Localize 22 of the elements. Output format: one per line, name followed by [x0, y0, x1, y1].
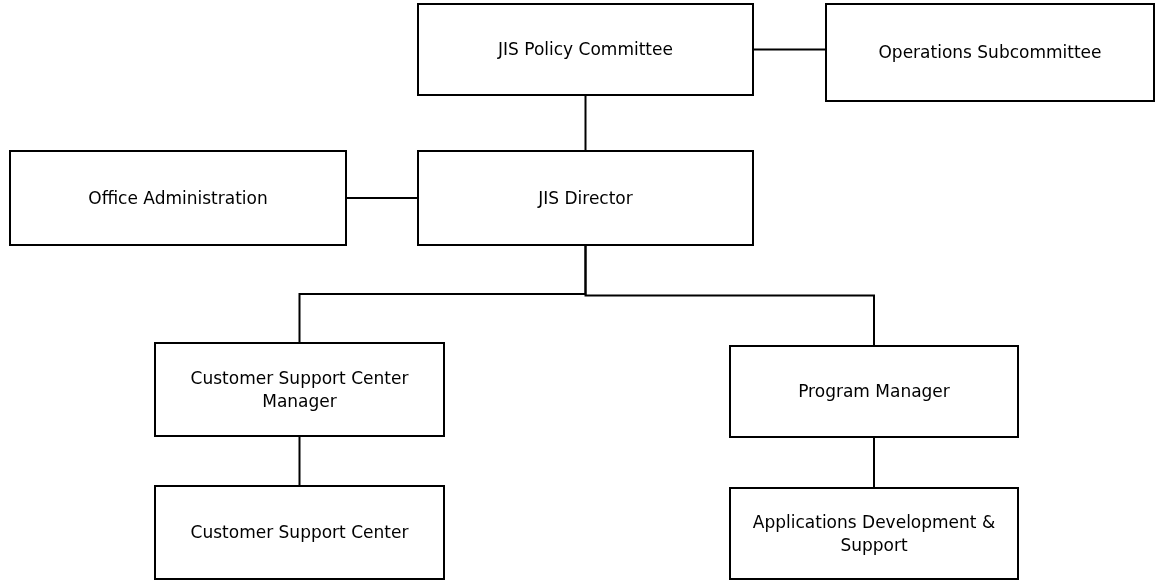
box-label: Office Administration [88, 186, 268, 210]
org-box [9, 150, 347, 246]
org-box [417, 150, 754, 246]
connector-line [584, 95, 587, 151]
org-box [154, 485, 445, 580]
org-box [825, 3, 1155, 102]
box-label: Customer Support Center [190, 521, 409, 544]
org-box [154, 342, 445, 437]
box-label: JIS Director [538, 186, 633, 210]
org-box [729, 487, 1019, 580]
box-label: Operations Subcommittee [878, 41, 1102, 64]
box-label: Applications Development & Support [751, 511, 997, 556]
box-label: Program Manager [798, 380, 950, 403]
org-box [729, 345, 1019, 438]
connector-line [298, 436, 301, 486]
box-label: JIS Policy Committee [498, 38, 673, 61]
connector-line [753, 48, 826, 51]
connector-line [873, 437, 875, 488]
connector-line [346, 197, 418, 199]
org-box [417, 3, 754, 96]
connector-line [584, 245, 875, 346]
box-label: Customer Support Center Manager [189, 367, 410, 412]
